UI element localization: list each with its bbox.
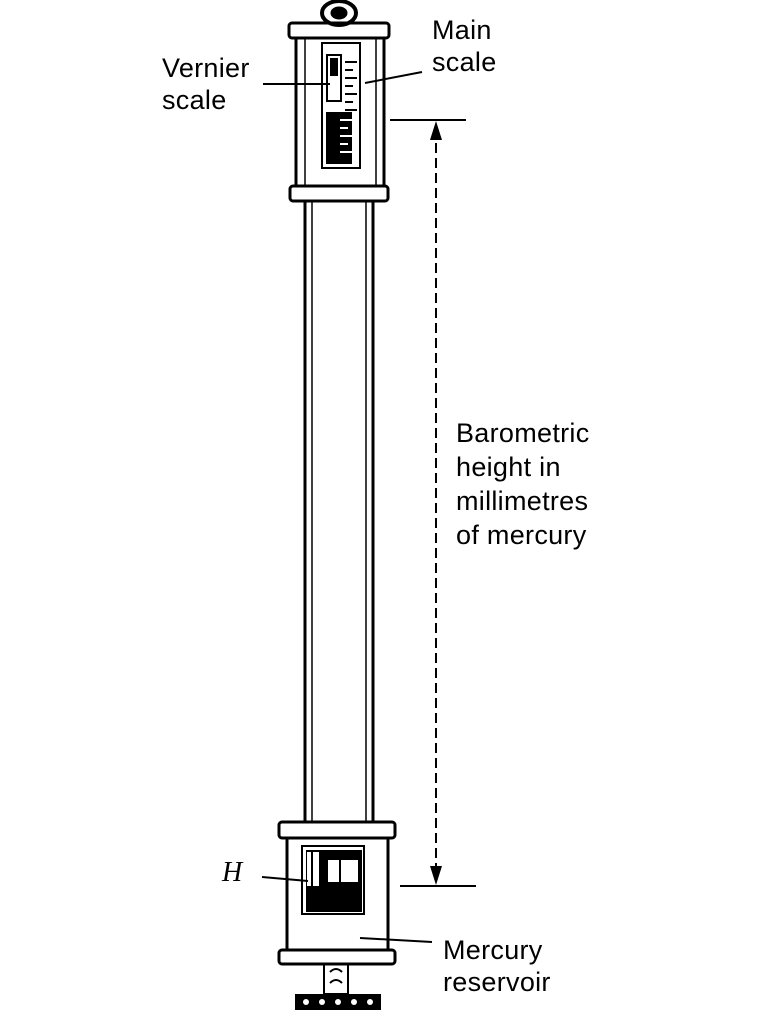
barometric-height-label: Barometric height in millimetres of merc…: [456, 418, 590, 550]
h-leader: [261, 876, 309, 882]
lower-housing: [285, 838, 390, 950]
reservoir-leader: [359, 937, 433, 943]
barometer-tube: [303, 201, 375, 822]
arrow-down-icon: [430, 866, 442, 885]
arrow-up-icon: [430, 121, 442, 140]
mercury-reservoir-label: Mercury reservoir: [443, 935, 551, 997]
leader-lines: [261, 71, 433, 943]
upper-collar: [288, 184, 390, 203]
upper-scale-window: [321, 42, 361, 169]
main-scale-leader: [364, 71, 423, 84]
upper-housing: [294, 38, 386, 186]
main-scale-label: Main scale: [432, 15, 497, 77]
vernier-scale-label: Vernier scale: [162, 53, 250, 115]
top-cap: [287, 21, 391, 40]
h-marker-label: H: [222, 857, 243, 888]
height-dimension: [390, 119, 476, 887]
hanging-ring: [320, 0, 358, 27]
base-cap: [277, 948, 397, 966]
lower-collar: [277, 820, 397, 840]
adjusting-screw: [295, 963, 381, 1010]
main-scale-ticks: [345, 61, 357, 111]
